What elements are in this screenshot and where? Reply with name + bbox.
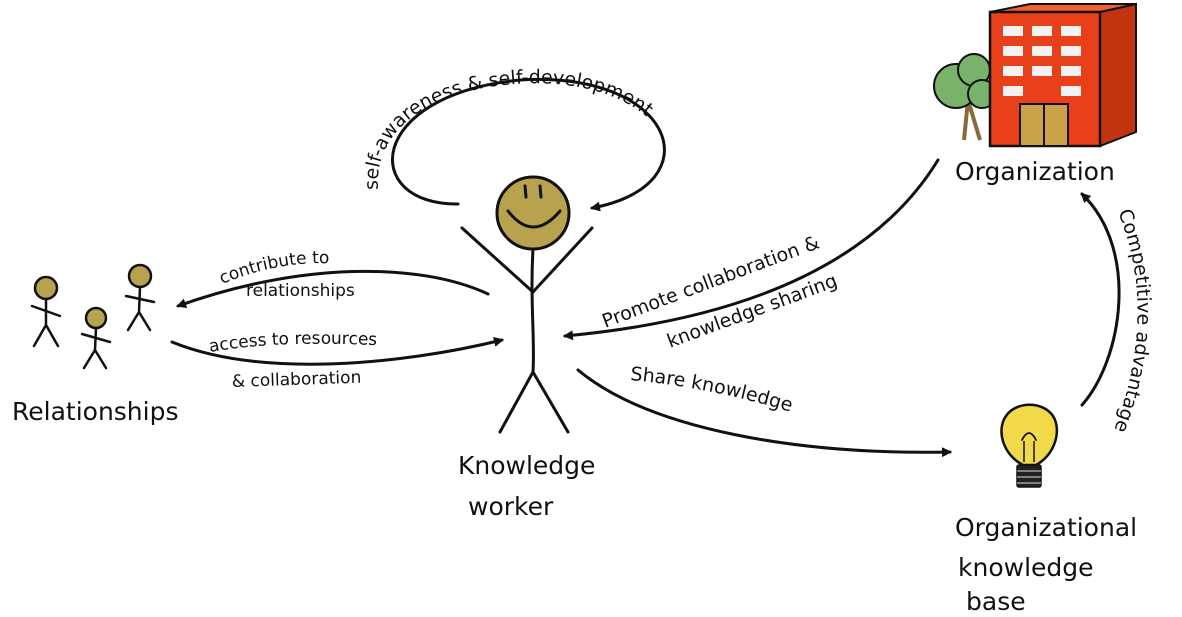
share-knowledge-arrow: [576, 368, 952, 458]
knowledge-worker-label-line1: Knowledge: [458, 451, 595, 480]
knowledge-worker-figure: [460, 175, 594, 434]
svg-text:Share knowledge: Share knowledge: [630, 363, 796, 416]
access-label-line1: access to resources: [208, 329, 378, 357]
organization-label: Organization: [955, 157, 1115, 186]
tree-icon: [933, 53, 997, 141]
promote-collaboration-arrow: [563, 158, 940, 341]
access-label-line2: & collaboration: [231, 368, 361, 392]
self-development-loop-arrow: [391, 77, 666, 212]
stick-figure-icon: [460, 226, 594, 434]
knowledge-base-label-line3: base: [966, 587, 1026, 613]
self-loop-label: self-awareness & self-development: [361, 66, 658, 190]
building-icon: [988, 2, 1137, 148]
svg-text:& collaboration: & collaboration: [231, 368, 361, 392]
share-knowledge-label: Share knowledge: [630, 363, 796, 416]
svg-text:self-awareness & self-developm: self-awareness & self-development: [361, 66, 658, 190]
smiley-face-icon: [495, 175, 571, 251]
knowledge-base-label-line2: knowledge: [958, 553, 1094, 582]
knowledge-base-label-line1: Organizational: [955, 513, 1137, 542]
access-arrow: [170, 337, 504, 366]
competitive-advantage-arrow: [1080, 192, 1121, 407]
contribute-arrow: [176, 269, 490, 308]
person-middle: [80, 306, 112, 370]
relationships-label: Relationships: [12, 397, 179, 426]
person-right: [124, 263, 156, 332]
knowledge-worker-label-line2: worker: [468, 492, 554, 521]
light-bulb-icon: [1000, 403, 1059, 488]
contribute-label-line2: relationships: [246, 281, 355, 301]
svg-text:access to resources: access to resources: [208, 329, 378, 357]
person-left: [30, 275, 62, 348]
group-of-people-icon: [30, 263, 156, 370]
